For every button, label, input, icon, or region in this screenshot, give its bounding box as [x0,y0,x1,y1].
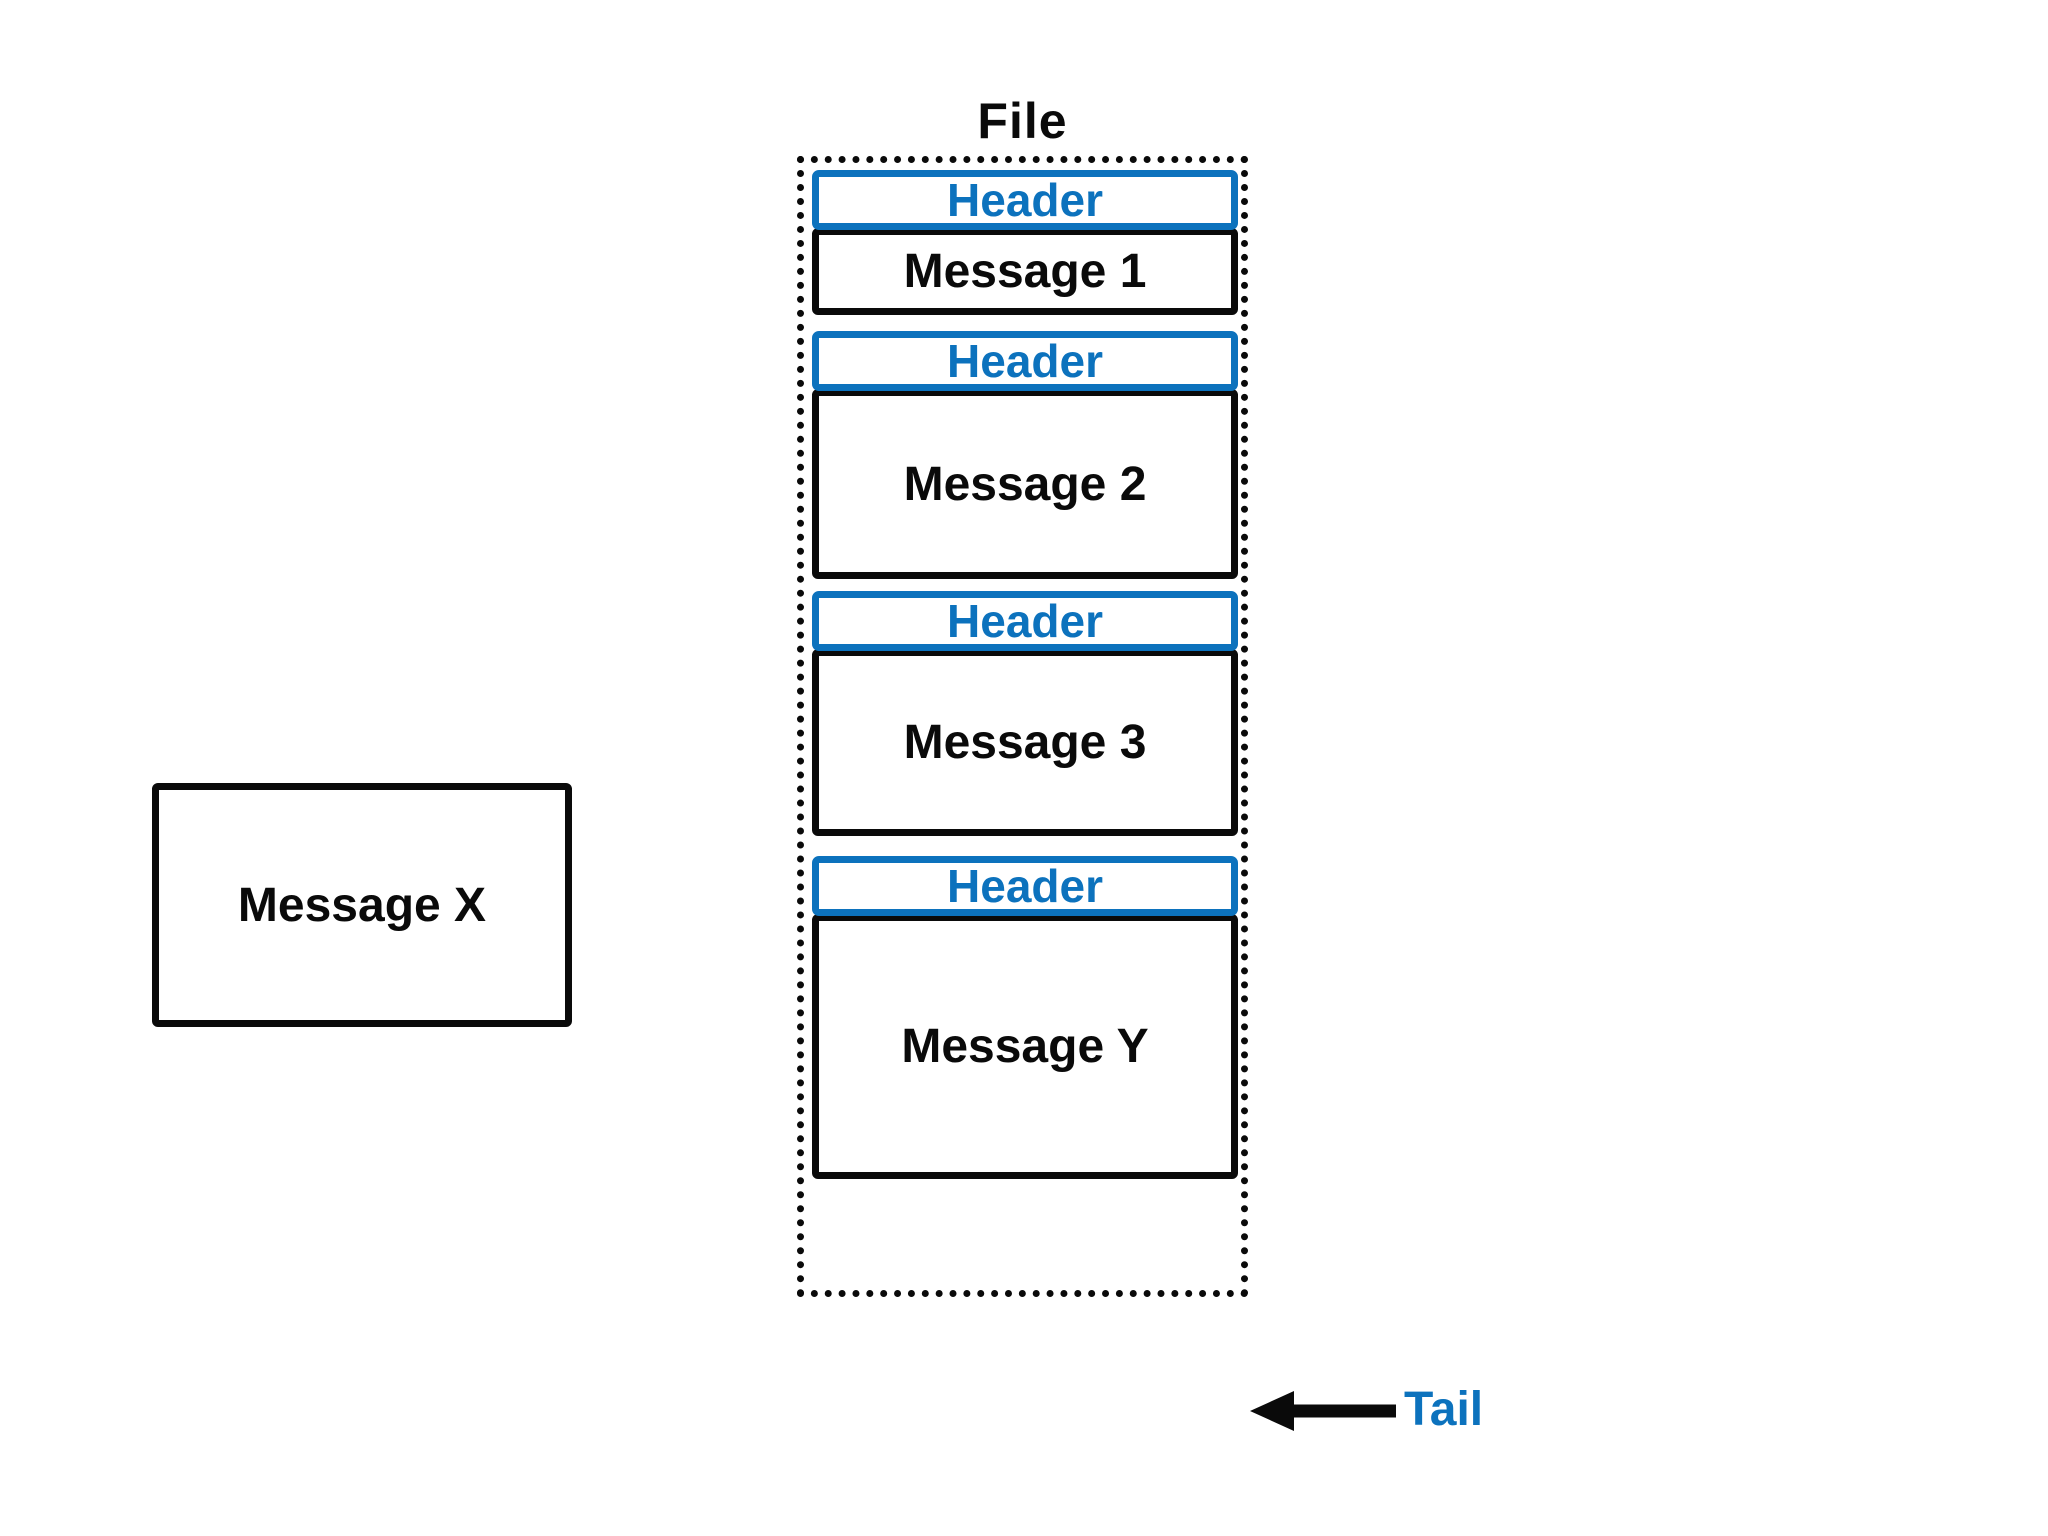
message-body: Message 3 [812,649,1238,836]
message-header: Header [812,856,1238,916]
message-header: Header [812,170,1238,230]
tail-label: Tail [1404,1383,1484,1436]
message-block: Header Message Y [812,856,1238,1179]
message-block: Header Message 1 [812,170,1238,315]
message-header: Header [812,331,1238,391]
message-block: Header Message 3 [812,591,1238,836]
standalone-message-box: Message X [152,783,572,1027]
message-body: Message 2 [812,389,1238,579]
message-header: Header [812,591,1238,651]
message-block: Header Message 2 [812,331,1238,579]
file-dotted-container: Header Message 1 Header Message 2 Header… [797,156,1248,1297]
file-title: File [977,93,1068,149]
message-body: Message Y [812,914,1238,1179]
left-arrow-icon [1250,1391,1396,1431]
message-body: Message 1 [812,228,1238,315]
